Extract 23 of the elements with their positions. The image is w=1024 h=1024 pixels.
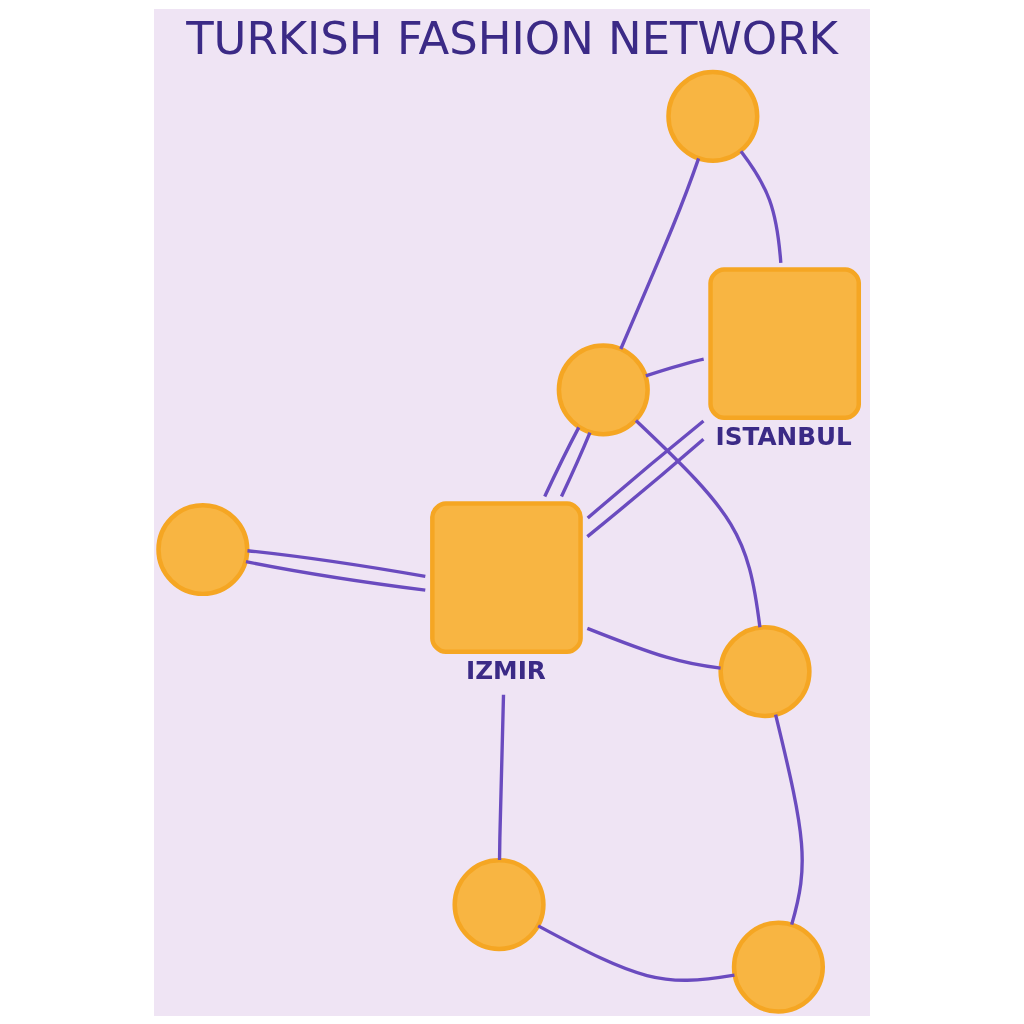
node-person (156, 502, 250, 596)
connector (773, 713, 804, 925)
connector (247, 548, 426, 578)
connector (634, 418, 762, 627)
connector (559, 431, 592, 497)
node-label: ISTANBUL (715, 421, 852, 451)
connector (586, 626, 721, 670)
node-person (731, 920, 825, 1014)
connector (586, 419, 705, 519)
connector (586, 437, 705, 538)
node-person (666, 69, 760, 163)
node-person (556, 342, 650, 436)
connector (543, 426, 581, 497)
connector (245, 559, 426, 592)
connector (537, 923, 735, 982)
connector (497, 694, 506, 860)
connector (739, 149, 783, 263)
diagram-title: TURKISH FASHION NETWORK (186, 11, 838, 65)
node-person (452, 857, 546, 951)
node-person (718, 624, 812, 718)
node-label: IZMIR (466, 655, 546, 685)
connector (645, 357, 705, 377)
connector (619, 157, 701, 350)
